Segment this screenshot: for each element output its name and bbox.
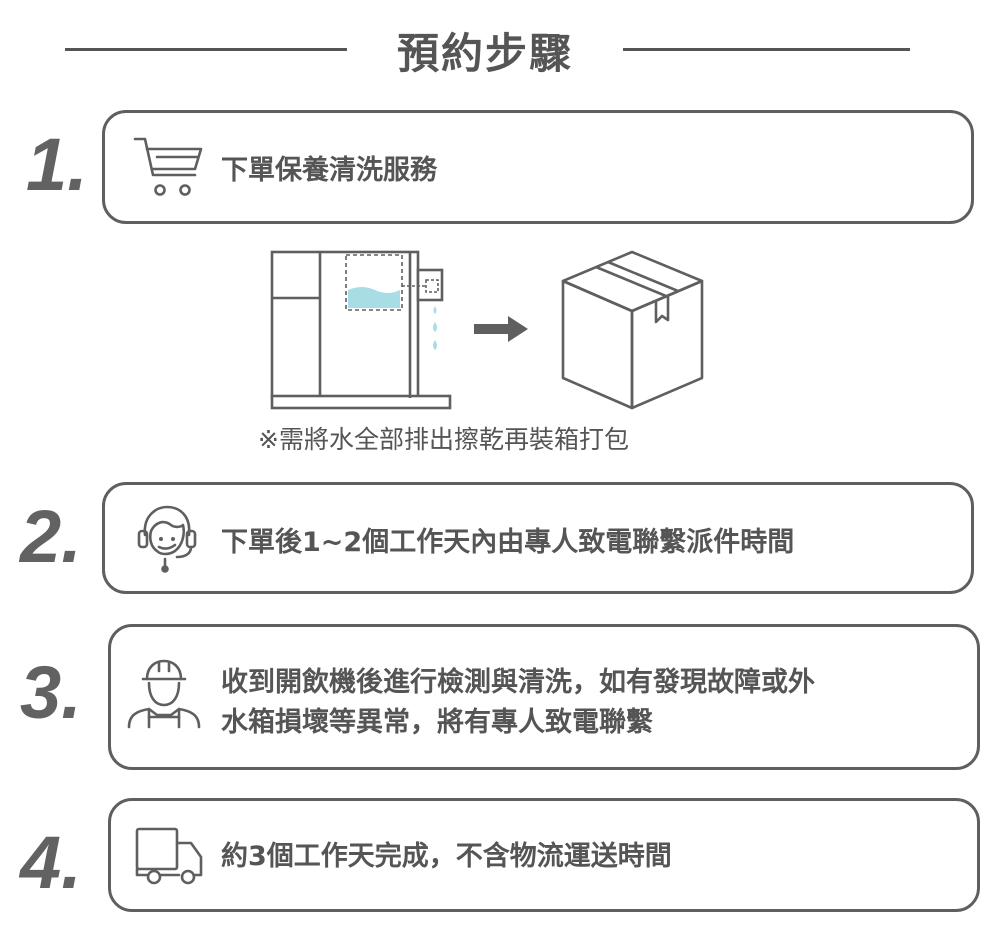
step-1-text: 下單保養清洗服務	[221, 155, 437, 186]
step-1-number: 1.	[26, 123, 88, 206]
step-2-text: 下單後1~2個工作天內由專人致電聯繫派件時間	[221, 527, 795, 558]
step-3-card: 收到開飲機後進行檢測與清洗，如有發現故障或外 水箱損壞等異常，將有專人致電聯繫	[108, 624, 980, 770]
step-3-text-line-1: 收到開飲機後進行檢測與清洗，如有發現故障或外	[221, 667, 815, 698]
shopping-cart-icon	[133, 137, 203, 196]
water-dispenser-icon	[270, 250, 452, 410]
arrow-right-icon	[474, 316, 528, 342]
header: 預約步驟	[0, 0, 1000, 100]
step-4-number: 4.	[20, 821, 82, 904]
step-4-text: 約3個工作天完成，不含物流運送時間	[221, 841, 672, 872]
delivery-truck-icon	[135, 827, 203, 885]
customer-service-headset-icon	[137, 505, 197, 573]
step-4-card: 約3個工作天完成，不含物流運送時間	[108, 798, 980, 912]
step-2-card: 下單後1~2個工作天內由專人致電聯繫派件時間	[102, 482, 974, 594]
step-2-number: 2.	[20, 495, 82, 578]
step-3-text-line-2: 水箱損壞等異常，將有專人致電聯繫	[221, 707, 653, 738]
page-title: 預約步驟	[396, 29, 573, 78]
technician-icon	[127, 659, 201, 729]
step-3-number: 3.	[20, 651, 82, 734]
water-drops	[433, 306, 437, 350]
packing-note: ※需將水全部排出擦乾再裝箱打包	[258, 425, 629, 454]
title-divider-right	[623, 48, 910, 51]
step-1-card: 下單保養清洗服務	[102, 110, 974, 224]
cardboard-box-icon	[561, 250, 704, 410]
title-divider-left	[65, 48, 347, 51]
